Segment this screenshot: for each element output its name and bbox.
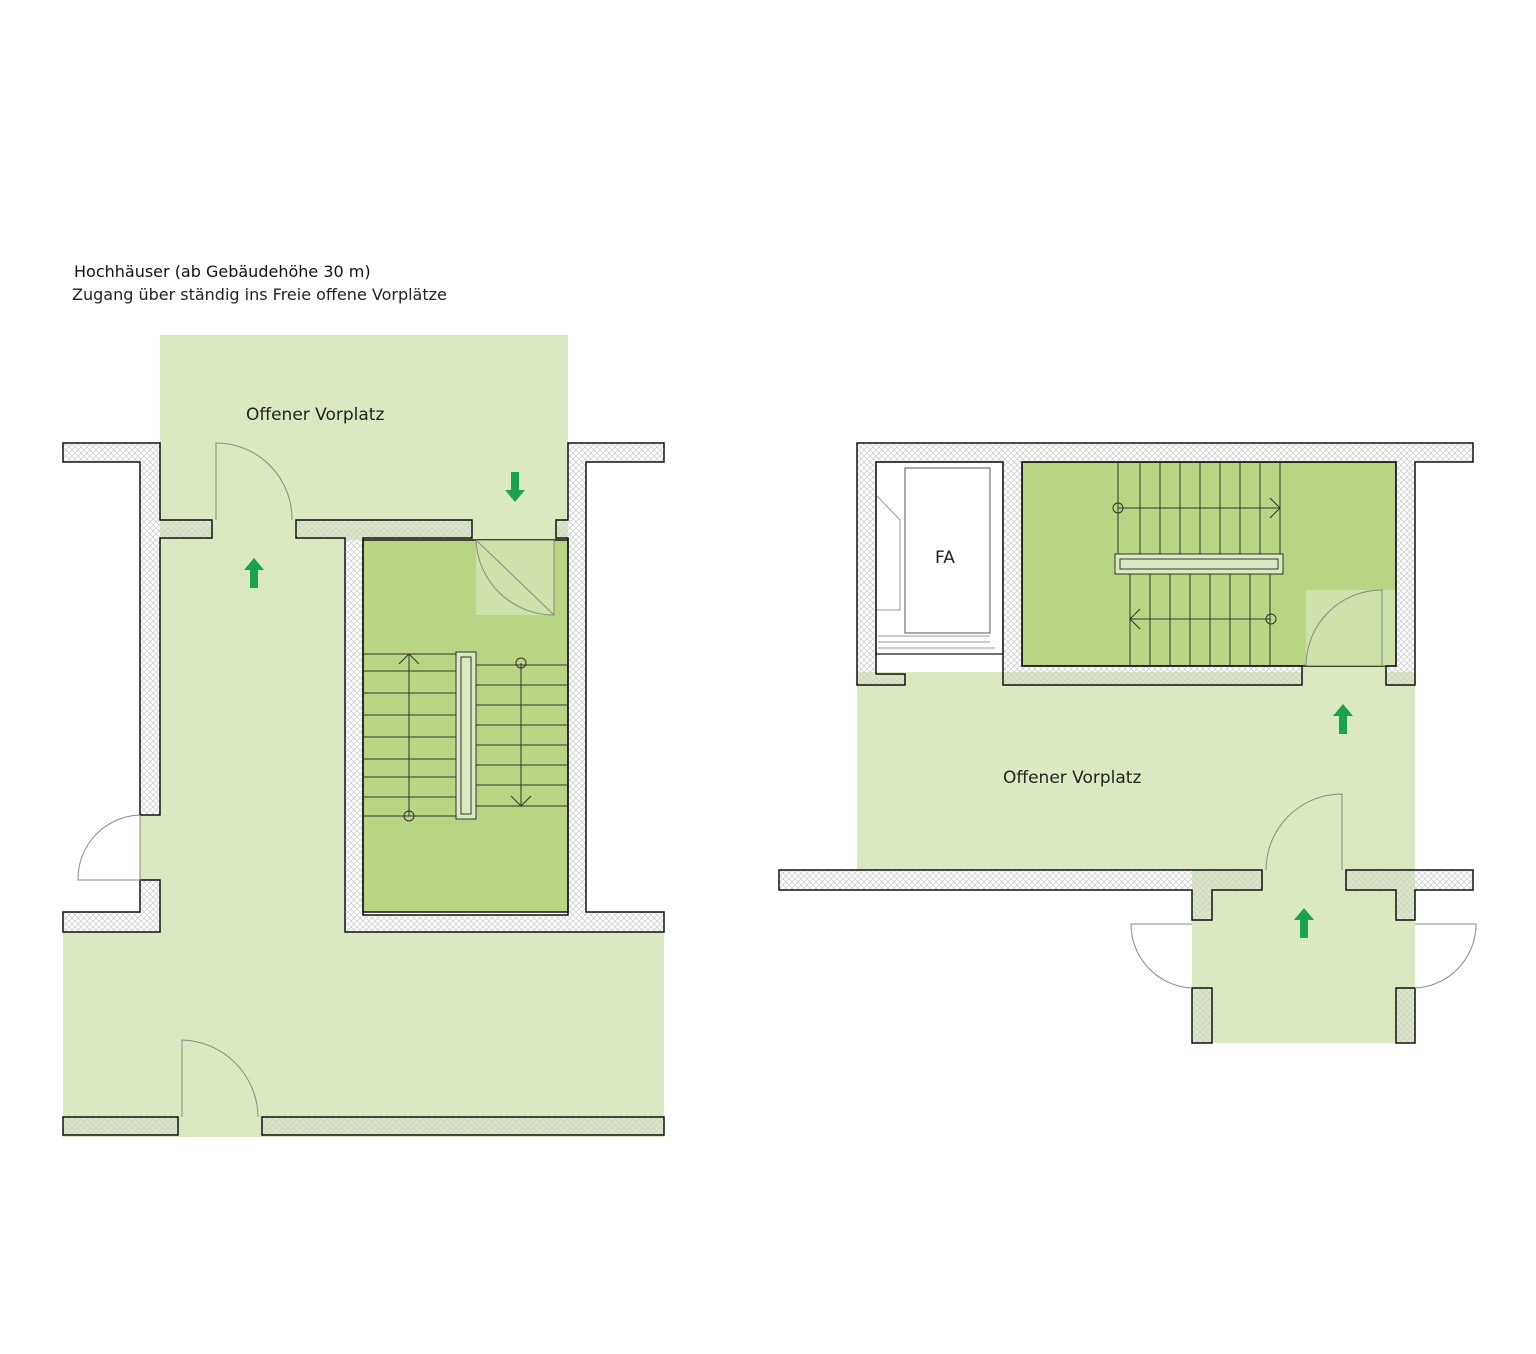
- lift-label: FA: [935, 548, 955, 568]
- open-forecourt-left: [63, 335, 664, 1137]
- fire-lift: FA: [875, 461, 1004, 655]
- diagram-subtitle: Zugang über ständig ins Freie offene Vor…: [72, 285, 447, 304]
- stairs-right: [1112, 462, 1284, 666]
- walls-left: [62, 442, 665, 1136]
- forecourt-label-left: Offener Vorplatz: [246, 405, 384, 425]
- stairs-left: [363, 651, 568, 822]
- open-forecourt-right: [857, 660, 1415, 1043]
- forecourt-label-right: Offener Vorplatz: [1003, 768, 1141, 788]
- walls-right: [778, 442, 1474, 1044]
- plan-right: FA: [778, 442, 1477, 1044]
- plan-left: Offener Vorplatz: [62, 335, 665, 1137]
- doors-left: [77, 442, 555, 1118]
- doors-right: [1130, 589, 1477, 989]
- diagram-title: Hochhäuser (ab Gebäudehöhe 30 m): [74, 262, 371, 281]
